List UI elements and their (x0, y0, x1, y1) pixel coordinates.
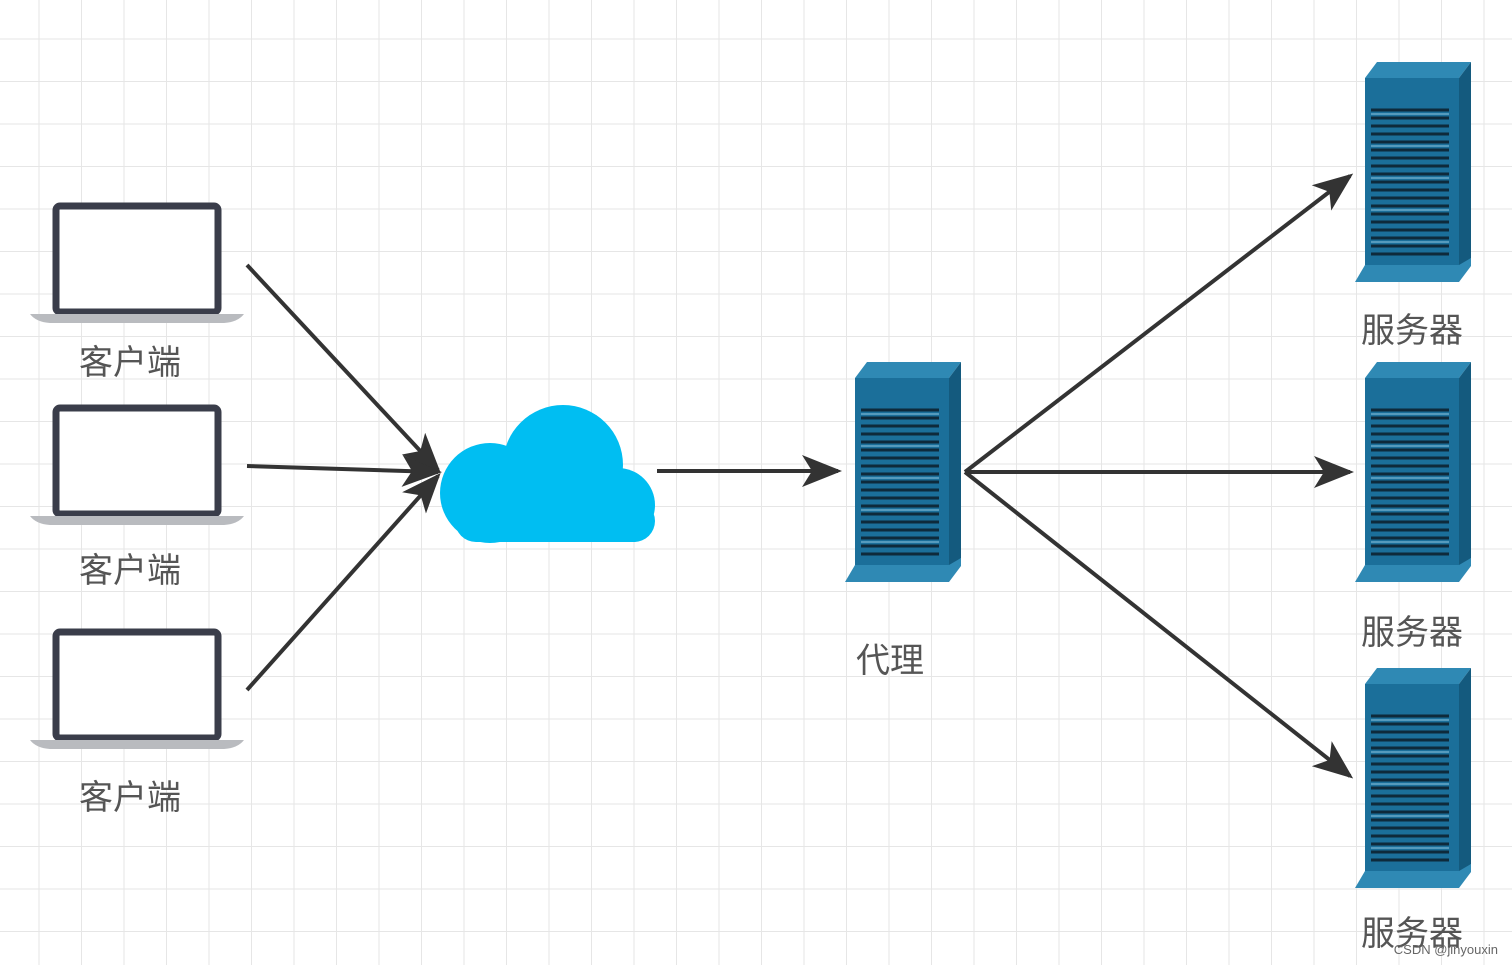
server-icon (1353, 360, 1473, 584)
client-label: 客户端 (79, 778, 181, 818)
client-label: 客户端 (79, 343, 181, 383)
server-label: 服务器 (1361, 311, 1463, 351)
server-label: 服务器 (1361, 914, 1463, 954)
arrow-client1-to-cloud (245, 263, 441, 473)
arrow-client2-to-cloud (246, 454, 442, 487)
proxy-label: 代理 (856, 641, 924, 681)
server-icon (843, 360, 963, 584)
arrow-client3-to-cloud (245, 473, 441, 692)
server-label: 服务器 (1361, 613, 1463, 653)
watermark: CSDN @jinyouxin (1393, 942, 1498, 957)
client-label: 客户端 (79, 551, 181, 591)
arrow-proxy-to-server3 (963, 470, 1354, 779)
laptop-icon (30, 632, 244, 749)
laptop-icon (30, 408, 244, 525)
cloud-icon (440, 405, 655, 543)
laptop-icon (30, 206, 244, 323)
arrow-proxy-to-server1 (963, 173, 1354, 474)
server-icon (1353, 60, 1473, 284)
server-icon (1353, 666, 1473, 890)
